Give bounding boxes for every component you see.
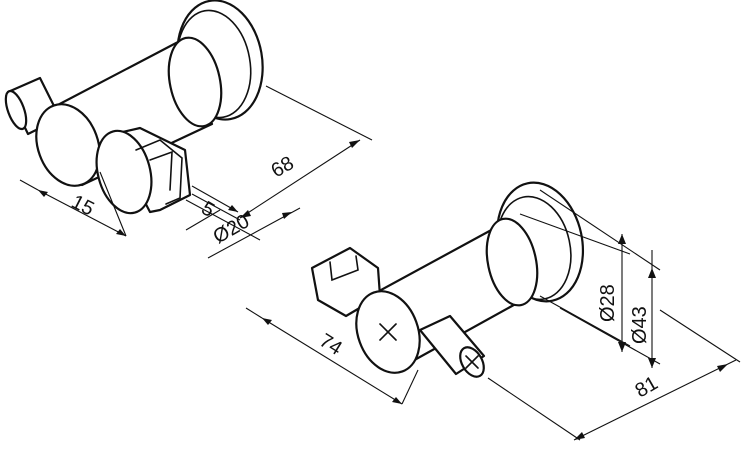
- dim-68-label: 68: [268, 152, 298, 182]
- dim-5-label: 5: [198, 197, 219, 222]
- dim-81-label: 81: [632, 372, 662, 402]
- front-view: [4, 0, 264, 215]
- front-body-step: [167, 36, 223, 128]
- dim-43-label: Ø43: [629, 306, 651, 344]
- dim-front-5-20: 5 Ø20: [185, 185, 301, 259]
- front-holder-face: [95, 129, 153, 215]
- rear-inlet-cross-b: [465, 355, 479, 369]
- rear-cross-line-b: [379, 323, 397, 341]
- dim-15-label: 15: [68, 191, 98, 221]
- front-end-cap: [35, 103, 101, 187]
- dim-rear-81: 81: [487, 309, 741, 441]
- front-holder-slot-inner: [149, 150, 173, 191]
- rear-body-step: [485, 217, 539, 307]
- dim-28-label: Ø28: [597, 284, 619, 322]
- front-inlet-end: [4, 89, 28, 131]
- dim-rear-diameters: Ø28 Ø43: [519, 189, 661, 368]
- rear-holder-slot: [329, 255, 359, 282]
- dim-74-label: 74: [315, 330, 346, 360]
- rear-view: [310, 181, 585, 378]
- front-holder-slot: [135, 139, 183, 205]
